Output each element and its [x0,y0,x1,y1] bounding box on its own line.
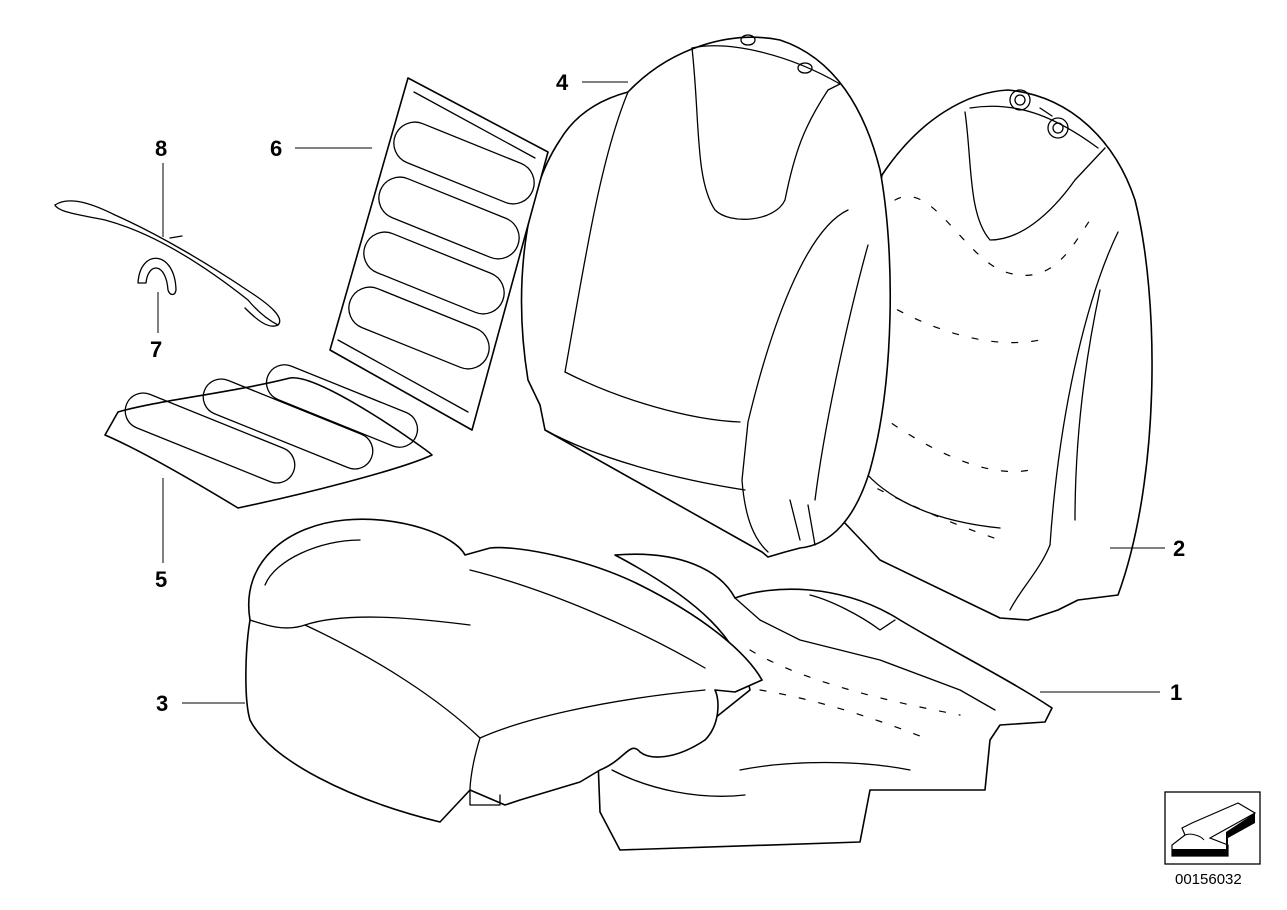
callout-4: 4 [556,70,569,95]
backrest-cover[interactable] [520,34,892,558]
seat-heating-element[interactable] [104,359,433,509]
callout-1: 1 [1170,680,1182,705]
callout-3: 3 [156,691,168,716]
reference-number: 00156032 [1175,871,1242,888]
clip-part[interactable] [137,257,177,296]
callout-8: 8 [155,136,167,161]
callout-2: 2 [1173,536,1185,561]
backrest-foam-pad[interactable] [841,89,1153,621]
callout-7: 7 [150,337,162,362]
backrest-heating-element[interactable] [329,77,549,431]
direction-arrow-icon [1164,791,1261,865]
callout-5: 5 [155,567,167,592]
callout-6: 6 [270,136,282,161]
seat-cover[interactable] [245,518,763,823]
wire-part[interactable] [54,200,281,327]
